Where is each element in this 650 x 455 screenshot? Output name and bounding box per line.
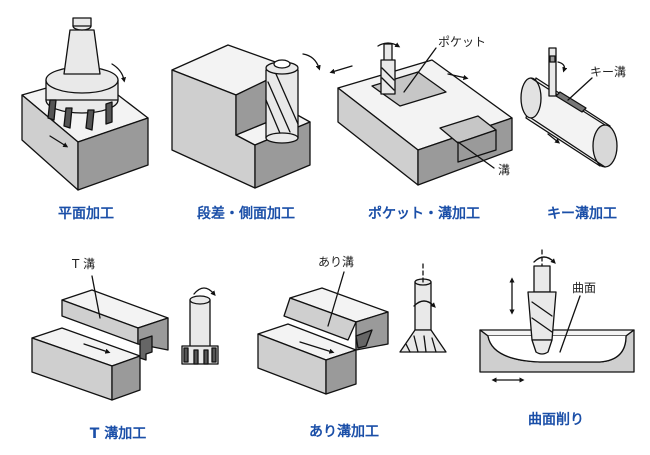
feed-arrow-icon [447,73,469,80]
caption-pocket-groove: ポケット・溝加工 [368,205,480,222]
label-keyway: キー溝 [590,65,626,79]
rotation-arrow-icon [302,53,321,71]
label-dovetail: あり溝 [318,255,354,269]
label-t-slot: T 溝 [71,257,95,271]
panel-keyway: キー溝 キー溝加工 [520,47,626,222]
panel-t-slot: T 溝 T 溝加工 [31,257,219,442]
caption-t-slot: T 溝加工 [90,425,146,442]
tslot-workpiece [31,289,169,401]
caption-step-side-milling: 段差・側面加工 [197,205,295,222]
pocket-end-mill [380,43,396,95]
panel-dovetail: あり溝 あり溝加工 [257,255,447,440]
panel-pocket-groove: ポケット 溝 ポケット・溝加工 [329,35,513,222]
shaft-workpiece [520,77,618,168]
rotation-arrow-icon [413,300,436,308]
end-mill-tool [265,59,299,144]
rotation-arrow-icon [533,256,556,264]
face-mill-cutter [45,17,119,131]
pocket-workpiece [337,59,513,186]
panel-curved-surface: 曲面 曲面削り [479,249,635,428]
label-curved: 曲面 [572,281,596,295]
rotation-arrow-icon [193,287,216,296]
rotation-arrow-icon [557,61,568,73]
feed-arrow-icon [547,133,561,144]
keyway-cutter [548,47,557,97]
rotation-arrow-icon [377,42,401,48]
label-pocket: ポケット [438,35,486,49]
feed-arrow-icon [49,135,69,148]
caption-curved-surface: 曲面削り [528,411,584,428]
caption-dovetail: あり溝加工 [309,423,379,440]
panel-face-milling: 平面加工 [21,17,149,222]
tslot-cutter [181,295,219,365]
caption-face-milling: 平面加工 [58,206,114,222]
label-groove: 溝 [498,163,510,177]
feed-arrow-icon [83,343,111,354]
panel-step-side-milling: 段差・側面加工 [171,44,321,222]
rotation-arrow-icon [111,63,127,83]
dovetail-workpiece [257,287,389,395]
feed-arrow-icon [329,65,353,74]
caption-keyway: キー溝加工 [547,205,617,222]
dovetail-cutter [399,263,447,353]
feed-arrow-icon [299,341,335,354]
curved-workpiece [479,329,635,373]
ball-end-mill [527,249,557,355]
